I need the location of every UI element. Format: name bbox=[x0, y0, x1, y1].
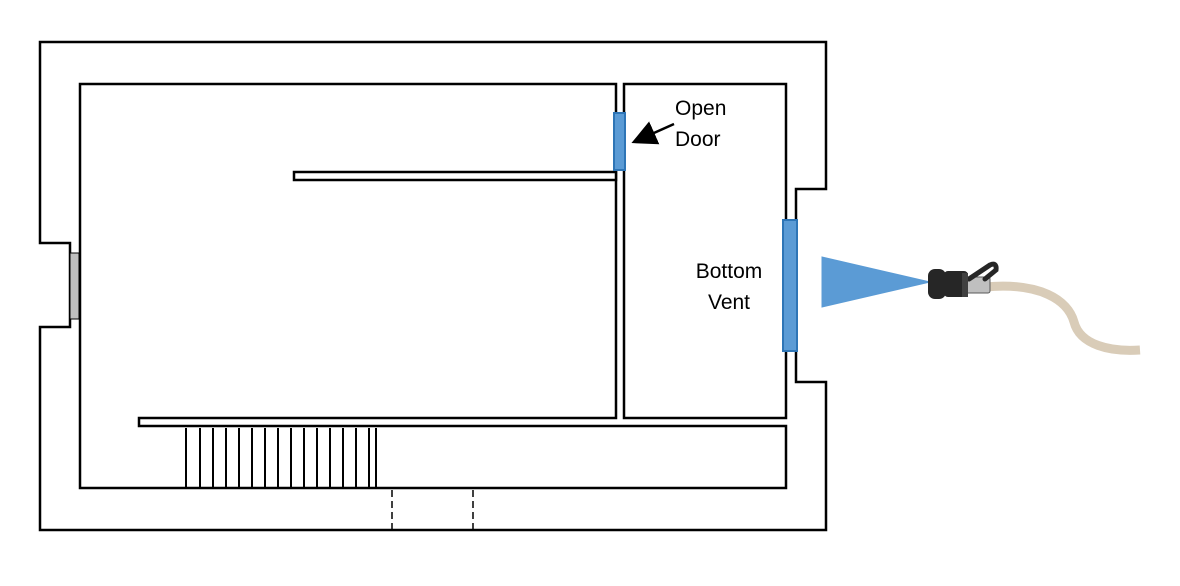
open-door-label-line2: Door bbox=[675, 128, 721, 151]
entry-doorway bbox=[391, 490, 474, 530]
fire-hose bbox=[984, 281, 1141, 355]
main-room-wall bbox=[78, 82, 788, 490]
bottom-vent bbox=[782, 219, 798, 352]
open-door bbox=[613, 112, 626, 171]
water-spray-cone bbox=[821, 256, 931, 308]
arrow-left-icon bbox=[631, 121, 675, 145]
bottom-vent-label-line1: Bottom bbox=[696, 260, 763, 283]
stairs bbox=[185, 428, 377, 488]
side-window bbox=[69, 252, 80, 320]
fire-hose-nozzle-icon bbox=[928, 261, 999, 299]
bottom-vent-label-line2: Vent bbox=[708, 291, 750, 314]
open-door-label-line1: Open bbox=[675, 97, 726, 120]
outer-wall bbox=[38, 40, 828, 532]
interior-partition-wall bbox=[292, 170, 618, 182]
